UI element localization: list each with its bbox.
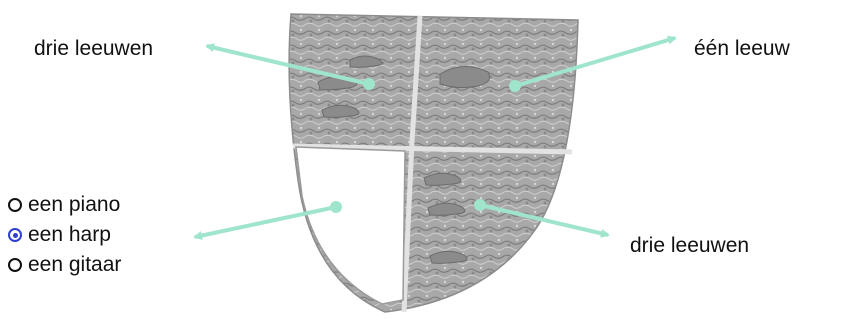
label-top-right: één leeuw xyxy=(694,36,790,62)
shield-empty-quadrant xyxy=(296,147,405,304)
radio-piano[interactable] xyxy=(8,198,22,212)
instrument-quiz: een piano een harp een gitaar xyxy=(8,190,121,280)
option-label: een harp xyxy=(28,222,111,248)
option-label: een gitaar xyxy=(28,252,121,278)
radio-harp-selected[interactable] xyxy=(8,228,22,242)
option-piano[interactable]: een piano xyxy=(8,190,121,220)
label-top-left: drie leeuwen xyxy=(34,36,153,62)
option-label: een piano xyxy=(28,192,120,218)
option-harp[interactable]: een harp xyxy=(8,220,121,250)
radio-gitaar[interactable] xyxy=(8,258,22,272)
option-gitaar[interactable]: een gitaar xyxy=(8,250,121,280)
label-bottom-right: drie leeuwen xyxy=(630,233,749,259)
